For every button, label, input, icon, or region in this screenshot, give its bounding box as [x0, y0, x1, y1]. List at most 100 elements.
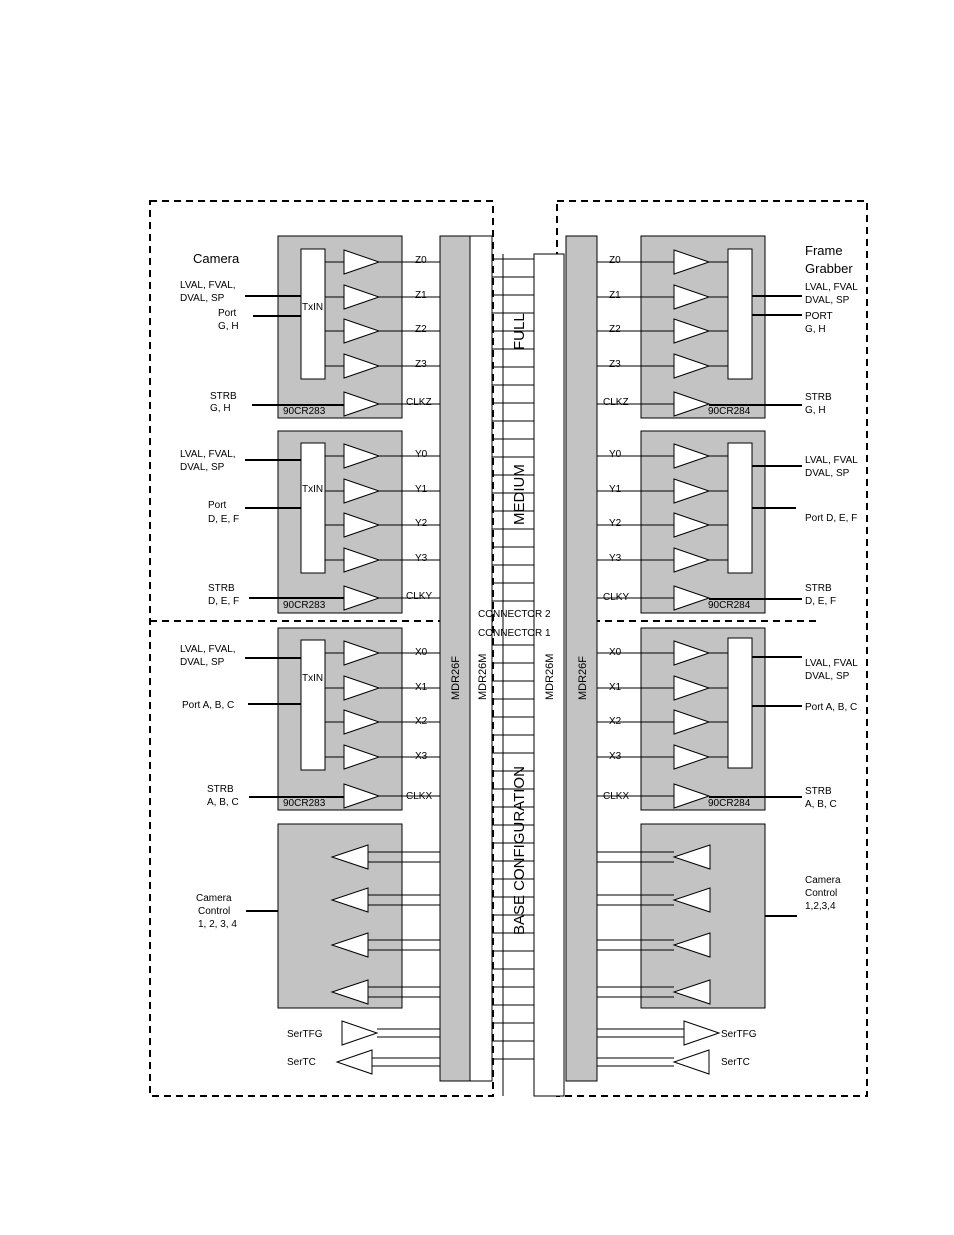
left-z-sig-1: Z1 [415, 290, 427, 301]
cable-lines [492, 254, 534, 1096]
right-control-3: 1,2,3,4 [805, 901, 836, 912]
left-y-input-1b: DVAL, SP [180, 462, 225, 473]
left-x-chip-label: TxIN [302, 673, 323, 684]
right-z-sig-1: Z1 [609, 290, 621, 301]
right-x-output-1b: DVAL, SP [805, 671, 850, 682]
left-group-x [245, 627, 440, 811]
txin-chip [300, 248, 326, 380]
receiver-chip [727, 442, 753, 574]
left-z-strobe-b: G, H [210, 403, 231, 414]
left-camera-control-block [246, 823, 440, 1009]
right-z-sig-2: Z2 [609, 324, 621, 335]
right-z-output-2: PORT [805, 311, 833, 322]
right-z-sig-3: Z3 [609, 359, 621, 370]
left-mdr26f-label: MDR26F [450, 656, 462, 700]
left-y-strobe: STRB [208, 583, 235, 594]
right-mdr26m-bar [533, 253, 565, 1097]
right-z-strobe-b: G, H [805, 405, 826, 416]
left-z-input-2b: G, H [218, 321, 239, 332]
right-y-sig-3: Y3 [609, 553, 622, 564]
left-z-input-1b: DVAL, SP [180, 293, 225, 304]
right-serial-drivers [597, 1020, 721, 1075]
right-mdr26m-label: MDR26M [544, 654, 556, 700]
right-z-part: 90CR284 [708, 406, 751, 417]
left-group-y [245, 430, 440, 614]
left-y-input-2b: D, E, F [208, 514, 239, 525]
right-z-output-2b: G, H [805, 324, 826, 335]
left-control-3: 1, 2, 3, 4 [198, 919, 237, 930]
right-x-sig-2: X2 [609, 716, 622, 727]
left-y-chip-label: TxIN [302, 484, 323, 495]
left-mdr26f-bar [439, 235, 471, 1082]
left-serial-tc: SerTC [287, 1057, 316, 1068]
left-control-1: Camera [196, 893, 232, 904]
right-group-y [597, 430, 802, 614]
right-x-strobe-b: A, B, C [805, 799, 837, 810]
diagram-labels: Camera LVAL, FVAL, DVAL, SP Port G, H ST… [180, 243, 858, 1068]
right-y-sig-0: Y0 [609, 449, 622, 460]
left-control-2: Control [198, 906, 230, 917]
left-group-z [245, 235, 440, 419]
right-z-output-1b: DVAL, SP [805, 295, 850, 306]
left-z-input-1: LVAL, FVAL, [180, 280, 236, 291]
right-z-sig-0: Z0 [609, 255, 621, 266]
right-control-2: Control [805, 888, 837, 899]
right-z-strobe: STRB [805, 392, 832, 403]
left-mdr26m-bar [469, 235, 493, 1082]
left-x-strobe: STRB [207, 784, 234, 795]
left-y-sig-3: Y3 [415, 553, 428, 564]
left-y-input-1: LVAL, FVAL, [180, 449, 236, 460]
txin-chip [300, 442, 326, 574]
left-y-input-2: Port [208, 500, 227, 511]
left-z-clock: CLKZ [406, 397, 432, 408]
right-x-output-2: Port A, B, C [805, 702, 857, 713]
right-z-clock: CLKZ [603, 397, 629, 408]
left-serial-tfg: SerTFG [287, 1029, 323, 1040]
right-y-output-2: Port D, E, F [805, 513, 857, 524]
left-z-part: 90CR283 [283, 406, 326, 417]
right-x-output-1: LVAL, FVAL [805, 658, 858, 669]
left-z-sig-3: Z3 [415, 359, 427, 370]
section-base-label: BASE CONFIGURATION [511, 766, 528, 935]
left-x-input-1b: DVAL, SP [180, 657, 225, 668]
right-x-clock: CLKX [603, 791, 629, 802]
right-y-part: 90CR284 [708, 600, 751, 611]
txin-chip [300, 639, 326, 771]
right-serial-tfg: SerTFG [721, 1029, 757, 1040]
right-y-sig-2: Y2 [609, 518, 622, 529]
left-x-part: 90CR283 [283, 798, 326, 809]
receiver-chip [727, 637, 753, 769]
left-x-clock: CLKX [406, 791, 432, 802]
right-y-output-1b: DVAL, SP [805, 468, 850, 479]
right-x-strobe: STRB [805, 786, 832, 797]
connector-2-label: CONNECTOR 2 [478, 609, 551, 620]
left-serial-drivers [335, 1020, 440, 1075]
section-medium-label: MEDIUM [511, 464, 528, 525]
left-z-sig-2: Z2 [415, 324, 427, 335]
left-z-input-2: Port [218, 308, 237, 319]
section-full-label: FULL [511, 313, 528, 350]
frame-grabber-title-2: Grabber [805, 261, 853, 276]
left-y-part: 90CR283 [283, 600, 326, 611]
left-y-sig-0: Y0 [415, 449, 428, 460]
right-y-output-1: LVAL, FVAL [805, 455, 858, 466]
left-z-sig-0: Z0 [415, 255, 427, 266]
right-x-sig-1: X1 [609, 682, 622, 693]
left-x-sig-3: X3 [415, 751, 428, 762]
right-serial-tc: SerTC [721, 1057, 750, 1068]
right-z-output-1: LVAL, FVAL [805, 282, 858, 293]
left-x-sig-1: X1 [415, 682, 428, 693]
right-y-sig-1: Y1 [609, 484, 622, 495]
right-group-z [597, 235, 802, 419]
right-camera-control-block [597, 823, 797, 1009]
camera-side-outline [149, 200, 494, 1097]
connector-1-label: CONNECTOR 1 [478, 628, 551, 639]
right-x-sig-0: X0 [609, 647, 622, 658]
right-x-part: 90CR284 [708, 798, 751, 809]
right-mdr26f-bar [565, 235, 598, 1082]
receiver-chip [727, 248, 753, 380]
left-y-clock: CLKY [406, 591, 432, 602]
left-z-strobe: STRB [210, 391, 237, 402]
right-group-x [597, 627, 802, 811]
